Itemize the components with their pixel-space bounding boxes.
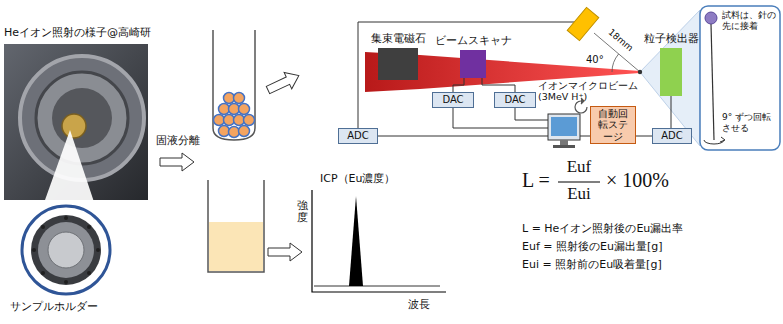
zoom-circle — [22, 206, 110, 294]
chart-axis — [312, 190, 446, 292]
axis-label: 強度 — [297, 200, 308, 224]
detector-box: 粒子検出器 — [660, 48, 682, 96]
part-name: ビームスキャナ — [435, 34, 512, 47]
stage-box: 自動回転ステージ — [590, 106, 636, 144]
adc-box: ADC — [652, 128, 692, 144]
note-text: 試料は、針の先に接着 — [722, 10, 778, 32]
connector-line — [671, 96, 672, 128]
adc-box: ADC — [338, 128, 378, 144]
zoom-panel — [700, 6, 780, 150]
connector-line — [482, 78, 515, 92]
part-name: サンプルホルダー — [10, 300, 98, 313]
chart-peak — [349, 196, 363, 286]
chart-baseline — [314, 286, 440, 287]
chamber-port — [52, 88, 112, 148]
box-text: ADC — [661, 130, 683, 142]
definition-text: Eui = 照射前のEu吸着量[g] — [522, 258, 662, 271]
fraction-bar — [558, 181, 600, 182]
process-arrow — [264, 67, 302, 98]
dimension-label: 18mm — [606, 27, 635, 54]
note-text: 9° ずつ回転させる — [722, 112, 778, 134]
zoom-wedge — [40, 130, 98, 214]
process-arrow — [160, 153, 194, 171]
holder-face — [38, 222, 94, 278]
definition-text: Euf = 照射後のEu漏出量[g] — [522, 240, 663, 253]
photo-caption: Heイオン照射の様子@高崎研 — [4, 26, 151, 39]
formula-text: L = — [522, 168, 550, 192]
magnet-block: 集束電磁石 — [378, 48, 418, 80]
part-name: 集束電磁石 — [371, 32, 426, 45]
dac-box: DAC — [494, 92, 536, 108]
chamber-ring — [36, 72, 128, 164]
needle — [711, 24, 714, 140]
chamber-ring — [20, 56, 144, 180]
liquid — [209, 222, 263, 271]
particles — [214, 93, 255, 138]
formula-text: × 100% — [606, 168, 669, 192]
definition-text: L = Heイオン照射後のEu漏出率 — [522, 222, 683, 235]
sample-dot — [705, 12, 717, 24]
box-text: DAC — [504, 94, 525, 106]
chart-title: ICP（Eu濃度） — [320, 172, 395, 185]
angle-arc — [612, 54, 619, 72]
rotation-arrowhead — [720, 137, 725, 142]
process-arrow — [268, 243, 302, 261]
box-text: ADC — [347, 130, 369, 142]
part-name: 粒子検出器 — [644, 32, 699, 45]
connector-line — [453, 78, 464, 92]
dac-box: DAC — [432, 92, 474, 108]
zoom-wedge — [640, 10, 700, 146]
computer-icon — [548, 114, 580, 148]
box-text: DAC — [442, 94, 463, 106]
box-text: 自動回転ステージ — [594, 108, 632, 142]
x-ray-detector — [567, 7, 599, 40]
axis-label: 波長 — [408, 298, 430, 311]
formula-text: Euf — [556, 157, 602, 177]
centrifuge-tube — [213, 30, 255, 140]
formula-text: Eui — [556, 184, 602, 204]
beaker — [208, 180, 264, 272]
scanner-box: ビームスキャナ — [460, 50, 486, 78]
process-label: 固液分離 — [156, 134, 200, 147]
holder-spot — [62, 114, 86, 138]
sample-point — [638, 70, 642, 74]
holder-holes — [32, 216, 100, 284]
holder-window — [48, 232, 84, 268]
holder-rim — [31, 215, 101, 285]
angle-label: 40° — [586, 54, 604, 66]
beam-label: イオンマイクロビーム (3MeV H⁺) — [538, 80, 638, 103]
